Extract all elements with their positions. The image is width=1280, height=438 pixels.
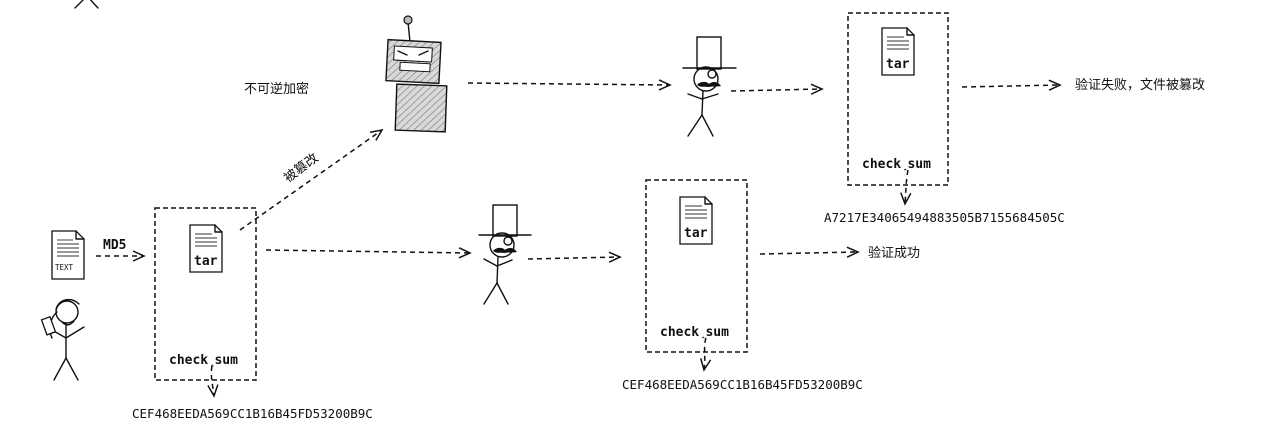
original-hash: CEF468EEDA569CC1B16B45FD53200B9C — [132, 406, 373, 421]
robot-attacker-icon — [385, 15, 448, 133]
tampered-label: 被篡改 — [281, 150, 322, 186]
checksum-label: check˰sum — [169, 353, 238, 368]
text-doc-label: TEXT — [55, 263, 74, 272]
original-package-box: tar check˰sum — [154, 207, 257, 381]
original-hash-arrow — [207, 365, 219, 398]
legit-transfer-arrow-2 — [527, 251, 622, 263]
tar-file-icon: tar — [189, 224, 223, 273]
text-document-icon: TEXT — [51, 230, 85, 280]
checksum-label: check˰sum — [862, 157, 931, 172]
md5-label: MD5 — [103, 238, 126, 253]
verify-success-label: 验证成功 — [868, 245, 920, 261]
tampered-hash: A7217E34065494883505B7155684505C — [824, 210, 1065, 225]
checksum-label: check˰sum — [660, 325, 729, 340]
tar-label: tar — [886, 57, 910, 72]
tampered-package-box: tar check˰sum — [847, 12, 949, 186]
tar-label: tar — [684, 226, 708, 241]
irreversible-encryption-label: 不可逆加密 — [244, 81, 309, 97]
received-package-box: tar check˰sum — [645, 179, 748, 353]
receiver-top-hat-icon-bottom — [478, 204, 532, 305]
verify-fail-label: 验证失败，文件被篡改 — [1075, 77, 1205, 93]
fail-arrow — [961, 79, 1062, 91]
tampered-transfer-arrow-2 — [730, 83, 824, 95]
received-hash-arrow — [700, 337, 712, 372]
tar-label: tar — [194, 254, 218, 269]
tar-file-icon: tar — [679, 196, 713, 245]
cropped-figure-icon — [74, 0, 99, 9]
tampered-transfer-arrow-1 — [467, 79, 672, 91]
tampered-hash-arrow — [900, 169, 912, 206]
tamper-arrow — [239, 128, 384, 231]
sender-stick-figure-icon — [40, 298, 85, 381]
success-arrow — [759, 246, 860, 258]
legit-transfer-arrow-1 — [265, 247, 472, 259]
received-hash: CEF468EEDA569CC1B16B45FD53200B9C — [622, 377, 863, 392]
tar-file-icon: tar — [881, 27, 915, 76]
receiver-top-hat-icon-top — [682, 36, 737, 137]
